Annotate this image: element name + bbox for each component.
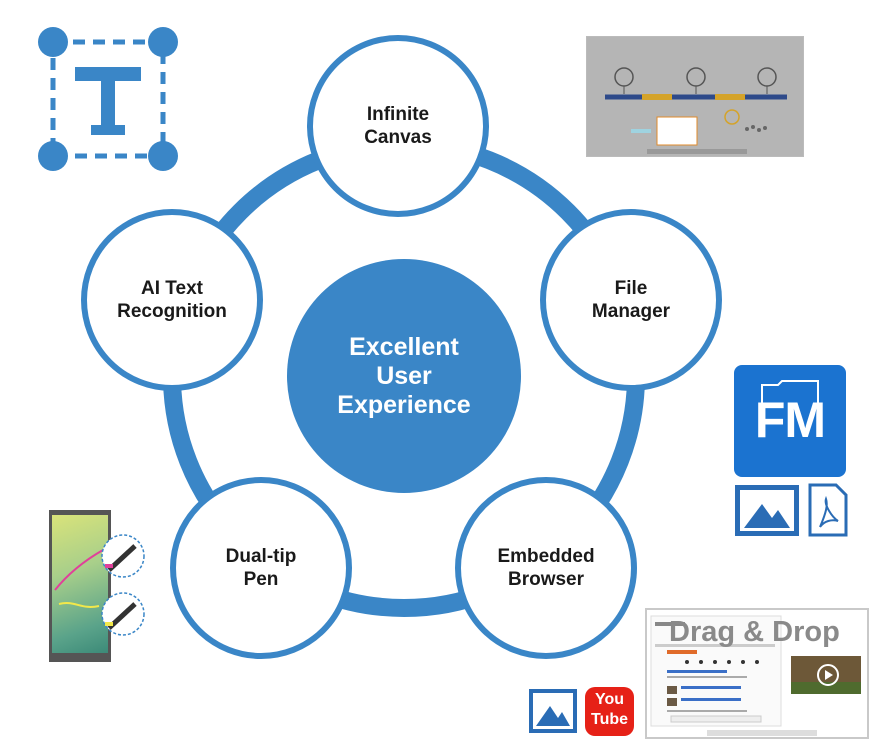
center-circle: Excellent User Experience <box>287 259 521 493</box>
youtube-icon: You Tube <box>585 687 634 736</box>
node-dual-tip-pen: Dual-tip Pen <box>170 477 352 659</box>
pdf-icon <box>808 483 848 537</box>
text-tool-icon <box>38 27 178 171</box>
pen-strokes <box>54 534 145 636</box>
browser-mock <box>650 615 861 736</box>
node-file-manager: File Manager <box>540 209 722 391</box>
embedded-browser-label: Embedded Browser <box>497 546 595 590</box>
image-icon <box>735 485 799 536</box>
folder-icon <box>761 380 819 405</box>
node-infinite-canvas: Infinite Canvas <box>307 35 489 217</box>
node-ai-text-recognition: AI Text Recognition <box>81 209 263 391</box>
center-label: Excellent User Experience <box>337 332 471 419</box>
node-embedded-browser: Embedded Browser <box>455 477 637 659</box>
dual-tip-pen-label: Dual-tip Pen <box>225 546 297 590</box>
youtube-tube: Tube <box>590 711 629 728</box>
image-icon-small <box>529 689 577 733</box>
infinite-canvas-screenshot <box>586 36 804 157</box>
ai-text-label: AI Text Recognition <box>117 278 227 322</box>
timeline-graphic <box>605 67 787 154</box>
file-manager-app-icon: FM <box>734 365 846 477</box>
play-icon <box>817 664 839 686</box>
drag-drop-label: Drag & Drop <box>669 616 840 648</box>
infinite-canvas-label: Infinite Canvas <box>364 104 432 148</box>
file-manager-label: File Manager <box>591 278 671 322</box>
youtube-you: You <box>594 691 625 708</box>
fm-icon-text: FM <box>754 392 826 448</box>
drag-drop-screenshot: Drag & Drop <box>645 608 869 739</box>
